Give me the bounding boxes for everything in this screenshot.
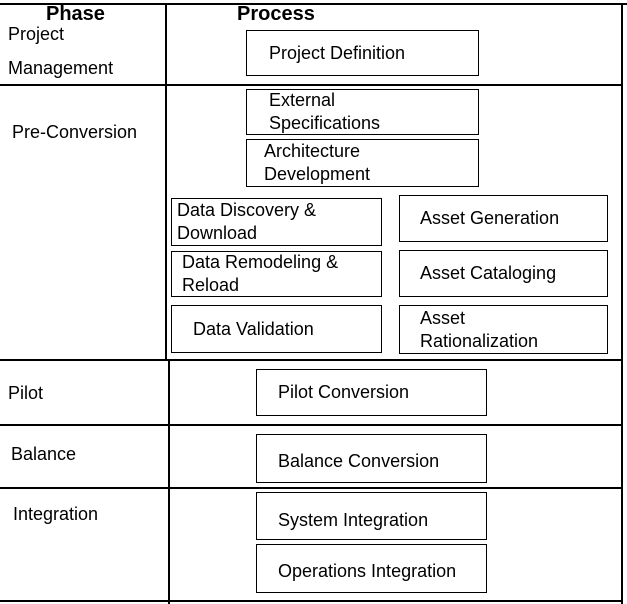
process-asset-rationalization: Asset Rationalization bbox=[399, 305, 608, 354]
process-external-specifications-label: External Specifications bbox=[269, 90, 381, 133]
process-pilot-conversion: Pilot Conversion bbox=[256, 369, 487, 416]
table-bottom-border bbox=[0, 600, 623, 602]
process-pilot-conversion-label: Pilot Conversion bbox=[278, 382, 410, 402]
table-right-border bbox=[621, 3, 623, 604]
column-divider-lower bbox=[168, 360, 170, 604]
process-data-discovery-download-label: Data Discovery & Download bbox=[177, 200, 317, 243]
process-asset-cataloging: Asset Cataloging bbox=[399, 250, 608, 297]
process-data-discovery-download: Data Discovery & Download bbox=[171, 198, 382, 246]
process-asset-rationalization-label: Asset Rationalization bbox=[420, 307, 539, 351]
process-balance-conversion-label: Balance Conversion bbox=[278, 451, 440, 471]
phase-pilot: Pilot bbox=[8, 383, 44, 403]
process-column-header: Process bbox=[237, 3, 315, 25]
process-asset-generation: Asset Generation bbox=[399, 195, 608, 242]
process-external-specifications: External Specifications bbox=[246, 89, 479, 135]
process-data-remodeling-reload-label: Data Remodeling & Reload bbox=[182, 252, 339, 295]
process-asset-cataloging-label: Asset Cataloging bbox=[420, 263, 557, 283]
phase-pre-conversion: Pre-Conversion bbox=[12, 122, 138, 142]
phase-column-header: Phase bbox=[46, 3, 105, 25]
table-top-border bbox=[0, 3, 627, 5]
column-divider-upper bbox=[165, 3, 167, 360]
process-architecture-development-label: Architecture Development bbox=[264, 141, 371, 184]
process-data-remodeling-reload: Data Remodeling & Reload bbox=[171, 251, 382, 297]
process-asset-generation-label: Asset Generation bbox=[420, 208, 560, 228]
process-architecture-development: Architecture Development bbox=[246, 139, 479, 187]
row-divider-project-management bbox=[0, 84, 623, 86]
row-divider-balance bbox=[0, 487, 623, 489]
row-divider-pre-conversion bbox=[0, 359, 623, 361]
phase-balance: Balance bbox=[11, 444, 77, 464]
process-operations-integration-label: Operations Integration bbox=[278, 561, 457, 581]
process-data-validation-label: Data Validation bbox=[193, 318, 314, 339]
process-balance-conversion: Balance Conversion bbox=[256, 434, 487, 483]
row-divider-pilot bbox=[0, 424, 623, 426]
process-data-validation: Data Validation bbox=[171, 305, 382, 353]
process-system-integration-label: System Integration bbox=[278, 509, 429, 530]
process-system-integration: System Integration bbox=[256, 492, 487, 540]
process-project-definition-label: Project Definition bbox=[269, 42, 406, 63]
phase-integration: Integration bbox=[13, 504, 99, 524]
phase-project-management: Project Management bbox=[8, 24, 114, 78]
process-operations-integration: Operations Integration bbox=[256, 544, 487, 593]
process-project-definition: Project Definition bbox=[246, 30, 479, 76]
